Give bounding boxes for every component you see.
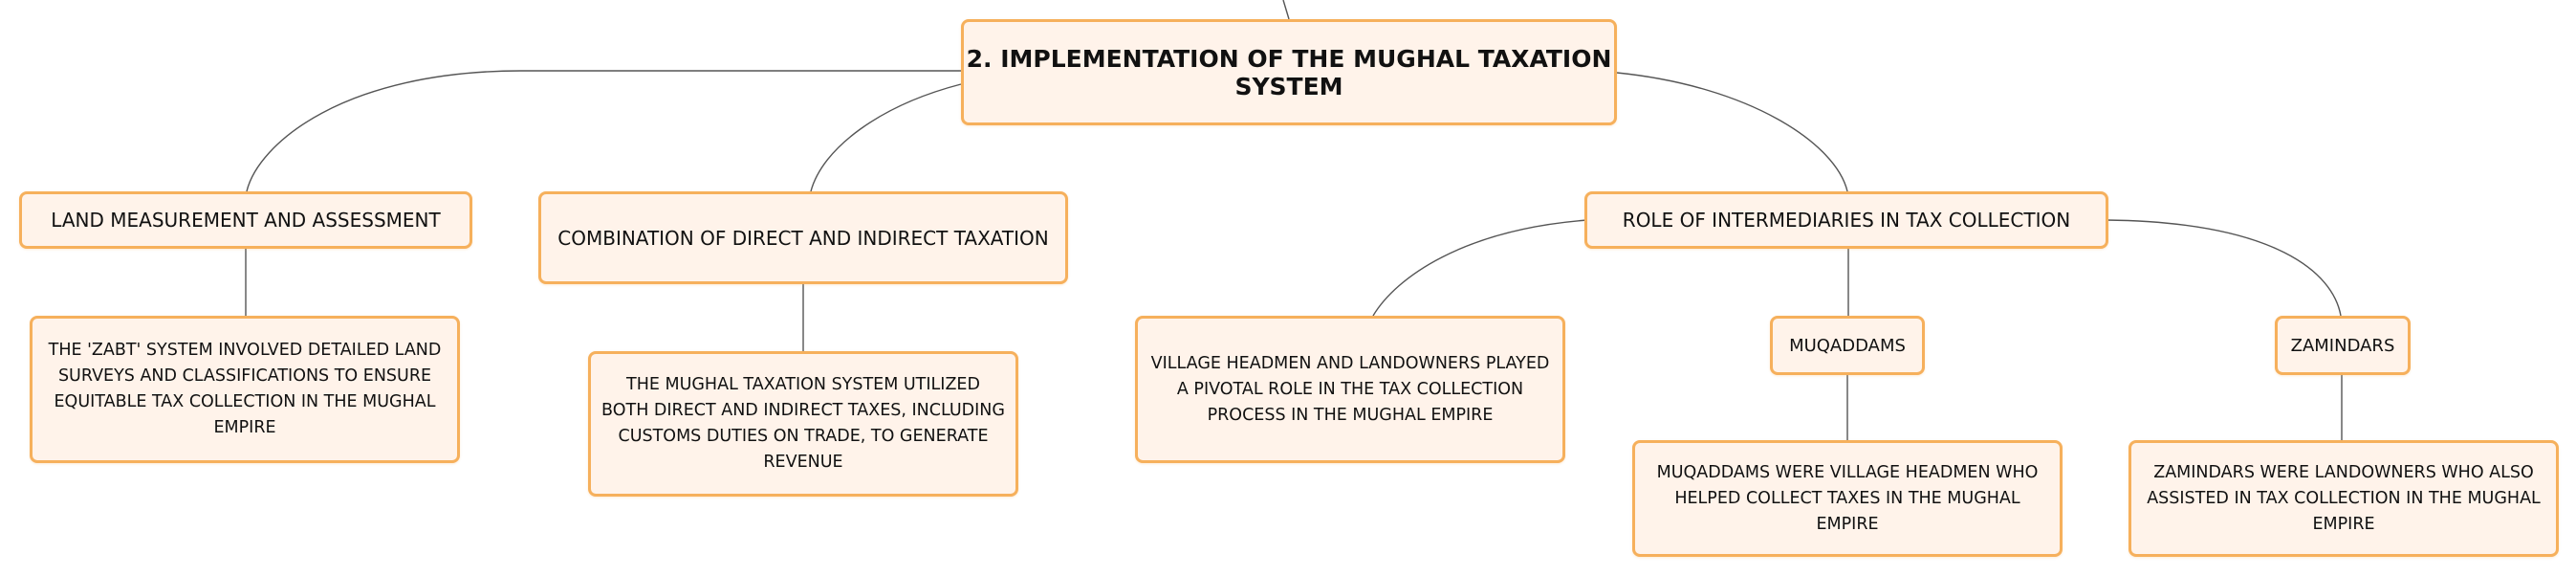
muqaddams-detail-text: MUQADDAMS WERE VILLAGE HEADMEN WHO HELPE…	[1656, 462, 2039, 534]
land-measurement-node[interactable]: LAND MEASUREMENT AND ASSESSMENT	[19, 191, 472, 249]
land-measurement-label: LAND MEASUREMENT AND ASSESSMENT	[51, 209, 441, 232]
direct-indirect-taxation-detail-text: THE MUGHAL TAXATION SYSTEM UTILIZED BOTH…	[601, 375, 1005, 472]
village-headmen-detail-text: VILLAGE HEADMEN AND LANDOWNERS PLAYED A …	[1150, 353, 1550, 425]
land-measurement-detail-node[interactable]: THE 'ZABT' SYSTEM INVOLVED DETAILED LAND…	[30, 316, 460, 463]
connector-intermediaries-to-zamindars	[2106, 219, 2342, 317]
intermediaries-node[interactable]: ROLE OF INTERMEDIARIES IN TAX COLLECTION	[1584, 191, 2108, 249]
direct-indirect-taxation-detail-node[interactable]: THE MUGHAL TAXATION SYSTEM UTILIZED BOTH…	[588, 351, 1018, 497]
land-measurement-detail-text: THE 'ZABT' SYSTEM INVOLVED DETAILED LAND…	[48, 341, 442, 437]
connector-parent-to-root	[1282, 0, 1290, 20]
muqaddams-label: MUQADDAMS	[1789, 335, 1906, 356]
village-headmen-detail-node[interactable]: VILLAGE HEADMEN AND LANDOWNERS PLAYED A …	[1135, 316, 1565, 463]
intermediaries-label: ROLE OF INTERMEDIARIES IN TAX COLLECTION	[1622, 209, 2071, 232]
direct-indirect-taxation-label: COMBINATION OF DIRECT AND INDIRECT TAXAT…	[557, 226, 1049, 250]
connector-root-to-combination	[810, 83, 962, 192]
connector-root-to-intermediaries	[1616, 72, 1848, 192]
connector-root-to-land	[246, 70, 961, 192]
muqaddams-detail-node[interactable]: MUQADDAMS WERE VILLAGE HEADMEN WHO HELPE…	[1632, 440, 2063, 557]
zamindars-detail-node[interactable]: ZAMINDARS WERE LANDOWNERS WHO ALSO ASSIS…	[2128, 440, 2559, 557]
connector-intermediaries-to-village	[1372, 219, 1588, 317]
zamindars-label: ZAMINDARS	[2290, 335, 2395, 356]
zamindars-node[interactable]: ZAMINDARS	[2275, 316, 2411, 375]
zamindars-detail-text: ZAMINDARS WERE LANDOWNERS WHO ALSO ASSIS…	[2147, 462, 2541, 534]
root-topic-label: 2. IMPLEMENTATION OF THE MUGHAL TAXATION…	[966, 44, 1612, 100]
muqaddams-node[interactable]: MUQADDAMS	[1770, 316, 1925, 375]
direct-indirect-taxation-node[interactable]: COMBINATION OF DIRECT AND INDIRECT TAXAT…	[538, 191, 1068, 284]
root-topic-node[interactable]: 2. IMPLEMENTATION OF THE MUGHAL TAXATION…	[961, 19, 1617, 125]
